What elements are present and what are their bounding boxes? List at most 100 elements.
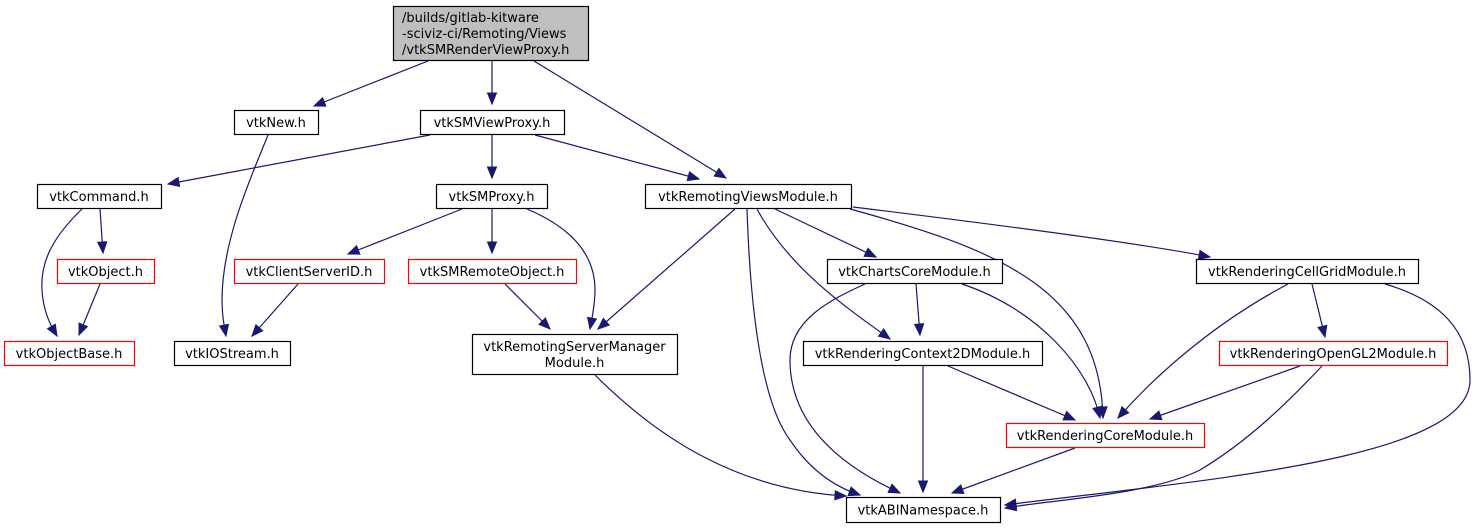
edge-vtkRenderingContext2DModule-to-vtkABINamespace xyxy=(917,366,929,494)
edge-line xyxy=(1149,365,1301,420)
edge-line xyxy=(594,374,847,497)
node-vtkRenderingOpenGL2Module[interactable]: vtkRenderingOpenGL2Module.h xyxy=(1218,340,1449,367)
node-vtkChartsCoreModule[interactable]: vtkChartsCoreModule.h xyxy=(826,258,1004,285)
edge-vtkSMRemoteObject-to-vtkRemotingServerManagerModule xyxy=(504,283,551,330)
arrowhead-icon xyxy=(887,483,902,494)
arrowhead-icon xyxy=(917,480,929,494)
arrowhead-icon xyxy=(1317,324,1328,339)
node-vtkRenderingCoreModule[interactable]: vtkRenderingCoreModule.h xyxy=(1005,422,1206,449)
arrowhead-icon xyxy=(713,167,728,179)
edge-vtkRemotingViewsModule-to-vtkChartsCoreModule xyxy=(774,208,878,258)
edge-vtkRenderingCellGridModule-to-vtkRenderingCoreModule xyxy=(1117,283,1289,419)
node-label: vtkNew.h xyxy=(246,116,306,131)
edge-line xyxy=(1004,365,1323,509)
arrowhead-icon xyxy=(251,323,264,337)
arrowhead-icon xyxy=(847,486,862,497)
edge-vtkClientServerID-to-vtkIOStream xyxy=(251,283,299,337)
edge-vtkRemotingViewsModule-to-vtkABINamespace xyxy=(746,208,862,497)
node-label: vtkRemotingViewsModule.h xyxy=(658,190,838,205)
node-label: vtkCommand.h xyxy=(49,190,149,205)
edge-vtkSMViewProxy-to-vtkCommand xyxy=(166,134,431,188)
edge-line xyxy=(526,208,596,330)
node-box xyxy=(233,258,386,285)
edge-line xyxy=(167,134,431,185)
edge-vtkObject-to-vtkObjectBase xyxy=(78,283,101,337)
node-label: vtkSMViewProxy.h xyxy=(434,116,551,131)
arrowhead-icon xyxy=(218,323,230,338)
arrowhead-icon xyxy=(46,323,58,338)
edge-line xyxy=(1117,283,1289,419)
node-vtkRemotingViewsModule[interactable]: vtkRemotingViewsModule.h xyxy=(644,183,853,210)
edge-vtkSMProxy-to-vtkClientServerID xyxy=(346,208,463,255)
node-box xyxy=(644,183,853,210)
edge-line xyxy=(534,134,700,180)
node-label: vtkIOStream.h xyxy=(185,347,279,362)
node-box xyxy=(1195,258,1420,285)
edge-line xyxy=(849,208,1104,419)
node-vtkIOStream[interactable]: vtkIOStream.h xyxy=(173,340,292,367)
edge-line xyxy=(756,208,891,340)
arrowhead-icon xyxy=(586,316,598,331)
edges-layer xyxy=(41,60,1471,512)
arrowhead-icon xyxy=(346,244,361,255)
arrowhead-icon xyxy=(486,241,498,255)
node-label: -sciviz-ci/Remoting/Views xyxy=(402,27,567,42)
arrowhead-icon xyxy=(950,484,965,494)
edge-vtkRenderingOpenGL2Module-to-vtkABINamespace xyxy=(1003,365,1323,512)
edge-line xyxy=(313,60,429,107)
edge-line xyxy=(597,208,736,330)
edge-line xyxy=(951,447,1076,494)
node-vtkObjectBase[interactable]: vtkObjectBase.h xyxy=(3,340,136,367)
arrowhead-icon xyxy=(877,328,892,340)
edge-vtkSMProxy-to-vtkSMRemoteObject xyxy=(486,209,498,255)
node-label: /vtkSMRenderViewProxy.h xyxy=(402,43,569,58)
node-box xyxy=(36,183,163,210)
edge-line xyxy=(789,283,901,494)
edge-vtkRenderingCellGridModule-to-vtkABINamespace xyxy=(1003,283,1471,509)
edge-vtkSMViewProxy-to-vtkSMProxy xyxy=(486,135,498,180)
node-label: /builds/gitlab-kitware xyxy=(402,11,539,26)
edge-line xyxy=(221,134,269,337)
node-vtkObject[interactable]: vtkObject.h xyxy=(56,258,156,285)
node-label: vtkSMRemoteObject.h xyxy=(420,265,565,280)
edge-vtkChartsCoreModule-to-vtkRenderingCoreModule xyxy=(961,283,1103,420)
edge-vtkRemotingViewsModule-to-vtkRenderingContext2DModule xyxy=(756,208,892,340)
edge-vtkChartsCoreModule-to-vtkABINamespace xyxy=(789,283,902,494)
edge-vtkRemotingViewsModule-to-vtkRenderingCoreModule xyxy=(849,208,1108,420)
edge-vtkSMProxy-to-vtkRemotingServerManagerModule xyxy=(526,208,598,331)
edge-vtkRemotingServerManagerModule-to-vtkABINamespace xyxy=(594,374,848,501)
node-box xyxy=(435,183,549,210)
edge-vtkCommand-to-vtkObject xyxy=(96,208,108,255)
node-box xyxy=(3,340,136,367)
arrowhead-icon xyxy=(1148,410,1163,421)
edge-vtkRenderingOpenGL2Module-to-vtkRenderingCoreModule xyxy=(1148,365,1301,421)
node-vtkSMViewProxy[interactable]: vtkSMViewProxy.h xyxy=(419,109,566,136)
node-vtkNew[interactable]: vtkNew.h xyxy=(233,109,320,136)
arrowhead-icon xyxy=(166,176,181,188)
node-vtkSMProxy[interactable]: vtkSMProxy.h xyxy=(435,183,549,210)
node-vtkRenderingContext2DModule[interactable]: vtkRenderingContext2DModule.h xyxy=(802,340,1044,367)
node-label: vtkRenderingCellGridModule.h xyxy=(1208,265,1406,280)
edge-line xyxy=(251,283,299,337)
node-vtkRenderingCellGridModule[interactable]: vtkRenderingCellGridModule.h xyxy=(1195,258,1420,285)
arrowhead-icon xyxy=(1003,500,1018,512)
node-box xyxy=(802,340,1044,367)
edge-vtkRemotingViewsModule-to-vtkRenderingCellGridModule xyxy=(852,206,1212,260)
edge-line xyxy=(41,208,83,337)
node-label: vtkObjectBase.h xyxy=(16,347,123,362)
node-label: vtkSMProxy.h xyxy=(449,190,535,205)
node-vtkSMRemoteObject[interactable]: vtkSMRemoteObject.h xyxy=(407,258,578,285)
edge-line xyxy=(746,208,861,496)
node-vtkABINamespace[interactable]: vtkABINamespace.h xyxy=(845,496,1002,524)
arrowhead-icon xyxy=(96,241,108,255)
node-vtkClientServerID[interactable]: vtkClientServerID.h xyxy=(233,258,386,285)
node-vtkCommand[interactable]: vtkCommand.h xyxy=(36,183,163,210)
edge-line xyxy=(961,283,1101,419)
edge-line xyxy=(1004,283,1471,506)
node-box xyxy=(56,258,156,285)
node-root[interactable]: /builds/gitlab-kitware-sciviz-ci/Remotin… xyxy=(392,5,590,62)
node-box xyxy=(233,109,320,136)
node-label: vtkObject.h xyxy=(68,265,143,280)
